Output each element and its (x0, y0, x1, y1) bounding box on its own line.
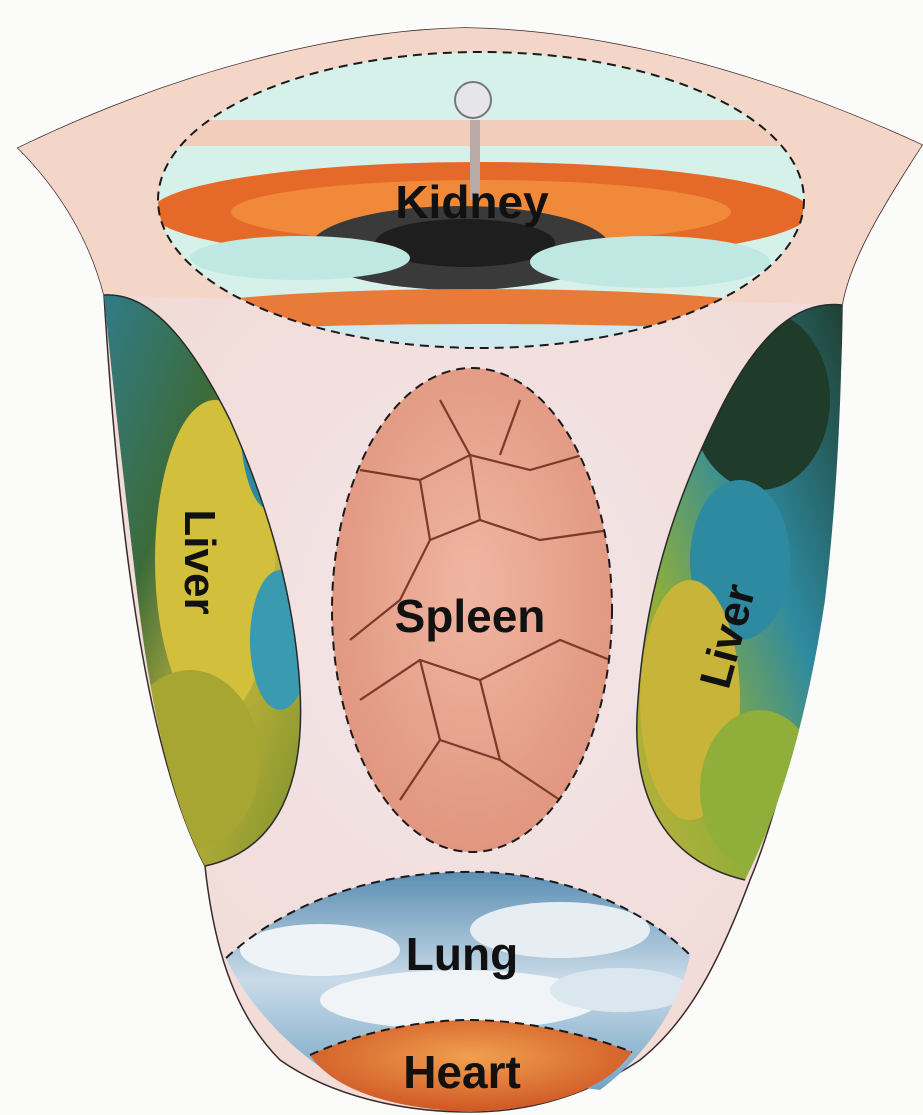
kidney-label: Kidney (395, 176, 549, 228)
heart-label: Heart (403, 1046, 521, 1098)
spleen-label: Spleen (395, 590, 546, 642)
spleen-region: Spleen (332, 368, 612, 852)
liver-left-label: Liver (175, 509, 224, 614)
lung-label: Lung (406, 928, 518, 980)
